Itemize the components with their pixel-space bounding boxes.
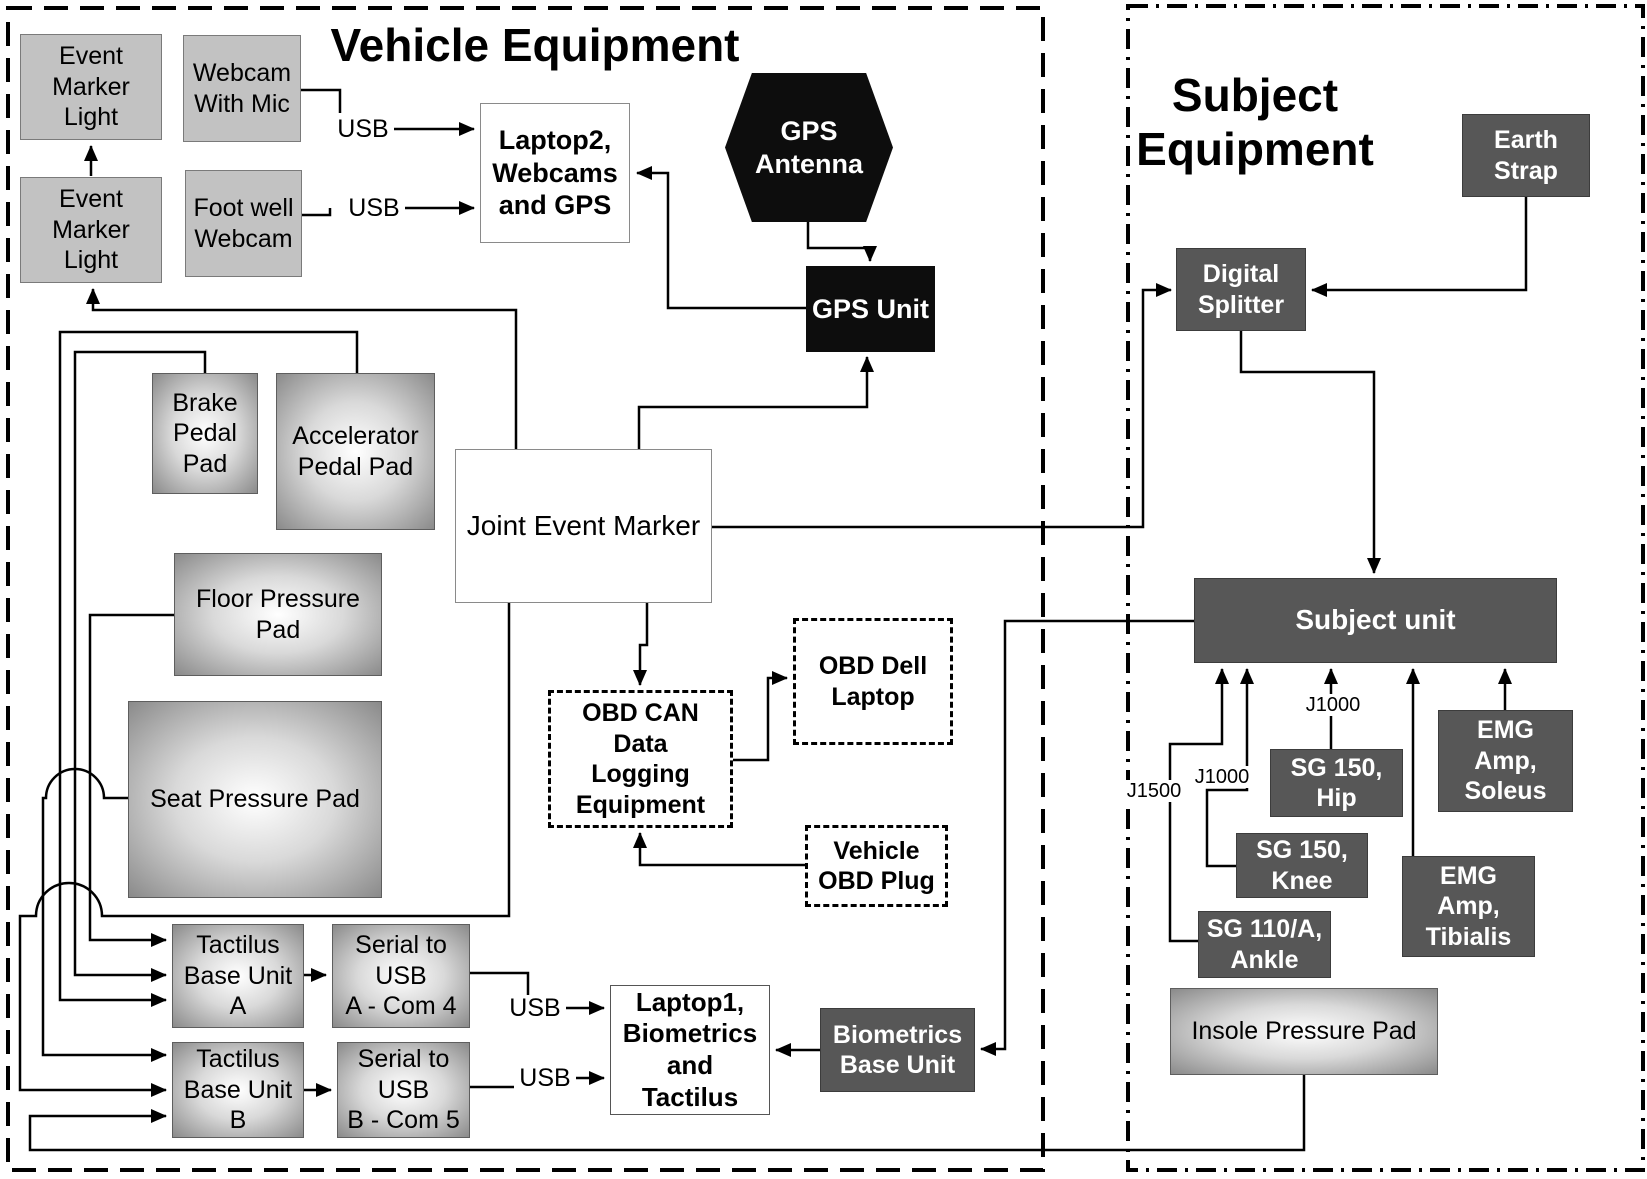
node-laptop1: Laptop1, Biometrics and Tactilus xyxy=(610,985,770,1115)
node-emg-amp-tibialis: EMG Amp, Tibialis xyxy=(1402,856,1535,957)
node-event-marker-light-2: Event Marker Light xyxy=(20,177,162,283)
node-earth-strap: Earth Strap xyxy=(1462,114,1590,197)
edge-insole-to-tactilus-b xyxy=(28,1075,1306,1152)
edge-footwell-usb-lead xyxy=(302,208,332,217)
edge-antenna-to-gpsunit xyxy=(806,222,877,262)
node-webcam-with-mic: Webcam With Mic xyxy=(183,35,301,142)
edge-obdcan-to-delllaptop xyxy=(733,671,788,762)
node-serial-to-usb-a: Serial to USB A - Com 4 xyxy=(332,924,470,1028)
edge-brake-to-tactilus-a xyxy=(73,350,207,982)
vehicle-equipment-title: Vehicle Equipment xyxy=(330,19,740,71)
edge-webcam-usb-lead xyxy=(301,88,342,113)
node-tactilus-base-unit-b: Tactilus Base Unit B xyxy=(172,1042,304,1138)
edge-joint-to-obdcan xyxy=(633,603,649,686)
wire-label-j1500-ankle: J1500 xyxy=(1121,780,1187,802)
edge-accelerator-to-tactilus-a xyxy=(58,330,359,1007)
vehicle-equipment-border xyxy=(6,6,1045,1172)
edge-earthstrap-to-splitter xyxy=(1311,197,1528,297)
node-obd-dell-laptop: OBD Dell Laptop xyxy=(793,618,953,745)
node-tactilus-base-unit-a: Tactilus Base Unit A xyxy=(172,924,304,1028)
edge-knee-to-subjectunit xyxy=(1205,668,1254,868)
node-foot-well-webcam: Foot well Webcam xyxy=(185,170,302,277)
node-biometrics-base-unit: Biometrics Base Unit xyxy=(820,1008,975,1092)
node-serial-to-usb-b: Serial to USB B - Com 5 xyxy=(337,1042,470,1138)
wire-label-usb-serial-b: USB xyxy=(514,1065,576,1092)
node-sg150-hip: SG 150, Hip xyxy=(1270,749,1403,817)
node-gps-unit: GPS Unit xyxy=(806,266,935,352)
edge-serial-a-usb-lead xyxy=(470,971,530,996)
edge-seat-to-tactilus-b xyxy=(41,767,167,1062)
node-obd-can-data-logging: OBD CAN Data Logging Equipment xyxy=(548,690,733,828)
edge-splitter-to-subjectunit xyxy=(1239,331,1381,574)
node-emg-amp-soleus: EMG Amp, Soleus xyxy=(1438,710,1573,812)
edge-obdplug-to-obdcan xyxy=(633,832,805,867)
edge-serial-b-usb-lead xyxy=(470,1078,518,1089)
node-seat-pressure-pad: Seat Pressure Pad xyxy=(128,701,382,898)
node-sg150-knee: SG 150, Knee xyxy=(1236,833,1368,898)
node-floor-pressure-pad: Floor Pressure Pad xyxy=(174,553,382,676)
edge-joint-to-gpsunit xyxy=(637,356,874,449)
node-subject-unit: Subject unit xyxy=(1194,578,1557,663)
node-event-marker-light-1: Event Marker Light xyxy=(20,34,162,140)
edge-subjectunit-to-biometrics xyxy=(980,619,1194,1056)
node-laptop2: Laptop2, Webcams and GPS xyxy=(480,103,630,243)
subject-equipment-border xyxy=(1126,4,1645,1172)
wire-label-usb-webcam: USB xyxy=(332,116,394,143)
node-joint-event-marker: Joint Event Marker xyxy=(455,449,712,603)
edge-gpsunit-to-laptop2 xyxy=(636,166,806,310)
node-gps-antenna: GPS Antenna xyxy=(725,73,893,222)
edge-joint-to-tactilus-b xyxy=(18,603,511,1097)
subject-equipment-title: Subject Equipment xyxy=(1136,69,1374,176)
edge-ankle-to-subjectunit xyxy=(1168,668,1229,943)
wire-label-usb-footwell: USB xyxy=(343,195,405,222)
node-accelerator-pedal-pad: Accelerator Pedal Pad xyxy=(276,373,435,530)
edge-joint-to-splitter xyxy=(712,283,1172,529)
node-brake-pedal-pad: Brake Pedal Pad xyxy=(152,373,258,494)
node-vehicle-obd-plug: Vehicle OBD Plug xyxy=(805,825,948,907)
node-digital-splitter: Digital Splitter xyxy=(1176,248,1306,331)
edge-joint-to-eml2 xyxy=(86,288,518,449)
edge-floor-to-tactilus-a xyxy=(88,613,174,947)
wire-label-j1000-knee: J1000 xyxy=(1189,766,1255,788)
wire-label-j1000-hip: J1000 xyxy=(1300,694,1366,716)
node-sg110a-ankle: SG 110/A, Ankle xyxy=(1198,911,1331,978)
node-insole-pressure-pad: Insole Pressure Pad xyxy=(1170,988,1438,1075)
wire-label-usb-serial-a: USB xyxy=(504,995,566,1022)
